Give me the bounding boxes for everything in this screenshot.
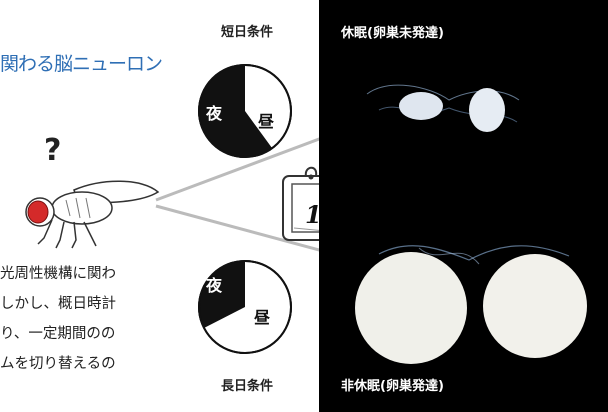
fly-legs — [37, 219, 97, 249]
ovary-small-left — [399, 92, 443, 120]
question-mark: ? — [44, 133, 62, 168]
long-day-label: 長日条件 — [221, 379, 274, 394]
short-day-night-sector — [198, 64, 272, 157]
fly-eye — [27, 200, 49, 224]
long-day-night-label: 夜 — [206, 276, 223, 295]
fly-body — [51, 191, 113, 225]
ovary-large-left — [355, 252, 467, 364]
short-day-label: 短日条件 — [221, 25, 274, 40]
short-day-pie — [198, 64, 292, 158]
long-day-day-label: 昼 — [254, 308, 271, 327]
heading-fragment: 関わる脳ニューロン — [0, 53, 163, 75]
ovary-small-right — [469, 88, 505, 132]
diapause-caption: 休眠(卵巣未発達) — [341, 26, 444, 41]
ovary-photo-panel: 休眠(卵巣未発達) 非休眠(卵巣発達) — [319, 0, 608, 412]
body-text-line-3: り、一定期間のの — [0, 326, 116, 342]
fly-illustration — [25, 180, 160, 249]
long-day-pie — [198, 260, 292, 354]
short-day-night-label: 夜 — [206, 104, 223, 123]
undeveloped-ovaries — [366, 84, 520, 132]
non-diapause-caption: 非休眠(卵巣発達) — [341, 379, 444, 394]
ovary-large-right — [483, 254, 587, 358]
body-text-line-2: しかし、概日時計 — [0, 296, 116, 312]
body-text-line-4: ムを切り替えるの — [0, 356, 116, 372]
developed-ovaries — [355, 245, 587, 364]
short-day-day-label: 昼 — [258, 112, 275, 131]
body-text-line-1: 光周性機構に関わ — [0, 266, 116, 282]
calendar-day-number: 1 — [305, 200, 322, 229]
